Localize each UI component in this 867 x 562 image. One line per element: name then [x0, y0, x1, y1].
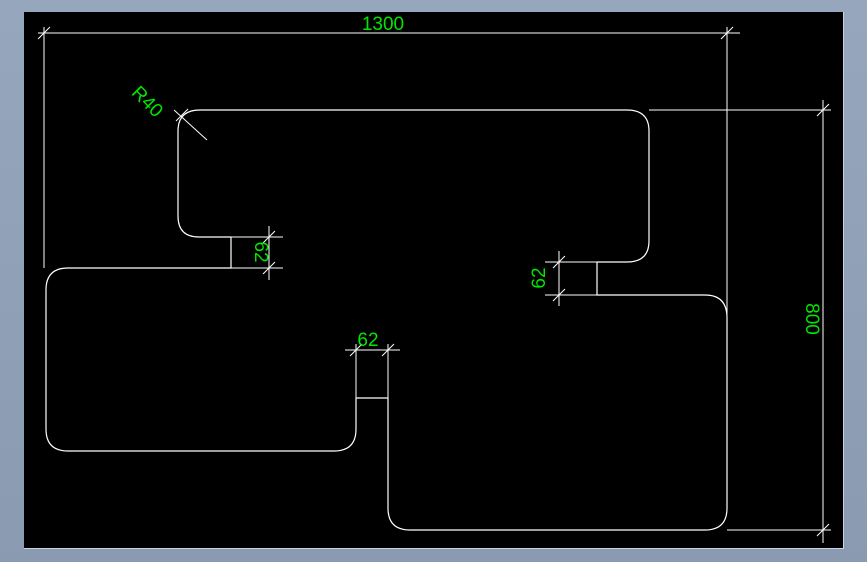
gap-middle-label: 62 — [357, 330, 378, 351]
tick — [349, 343, 363, 357]
drawing-canvas[interactable] — [24, 12, 844, 549]
tick — [262, 230, 276, 244]
overall-width-label: 1300 — [362, 14, 404, 35]
gap-right-label: 62 — [529, 267, 550, 288]
tick — [37, 26, 51, 40]
tick — [552, 288, 566, 302]
tick — [816, 523, 830, 537]
part-outline — [45, 109, 728, 531]
upper-block-outline — [177, 109, 650, 263]
tick — [720, 26, 734, 40]
radius-label: R40 — [127, 82, 166, 121]
radius-leader — [173, 109, 208, 141]
right-block-outline — [356, 262, 728, 531]
tick — [552, 255, 566, 269]
overall-height-label: 800 — [801, 303, 822, 335]
tick — [262, 261, 276, 275]
tick — [816, 103, 830, 117]
dimension-labels: 1300 800 R40 62 62 62 — [127, 14, 822, 351]
tick — [381, 343, 395, 357]
dimension-lines — [37, 26, 831, 543]
gap-left-label: 62 — [250, 241, 271, 262]
tick — [175, 108, 189, 122]
left-block-outline — [45, 237, 357, 452]
